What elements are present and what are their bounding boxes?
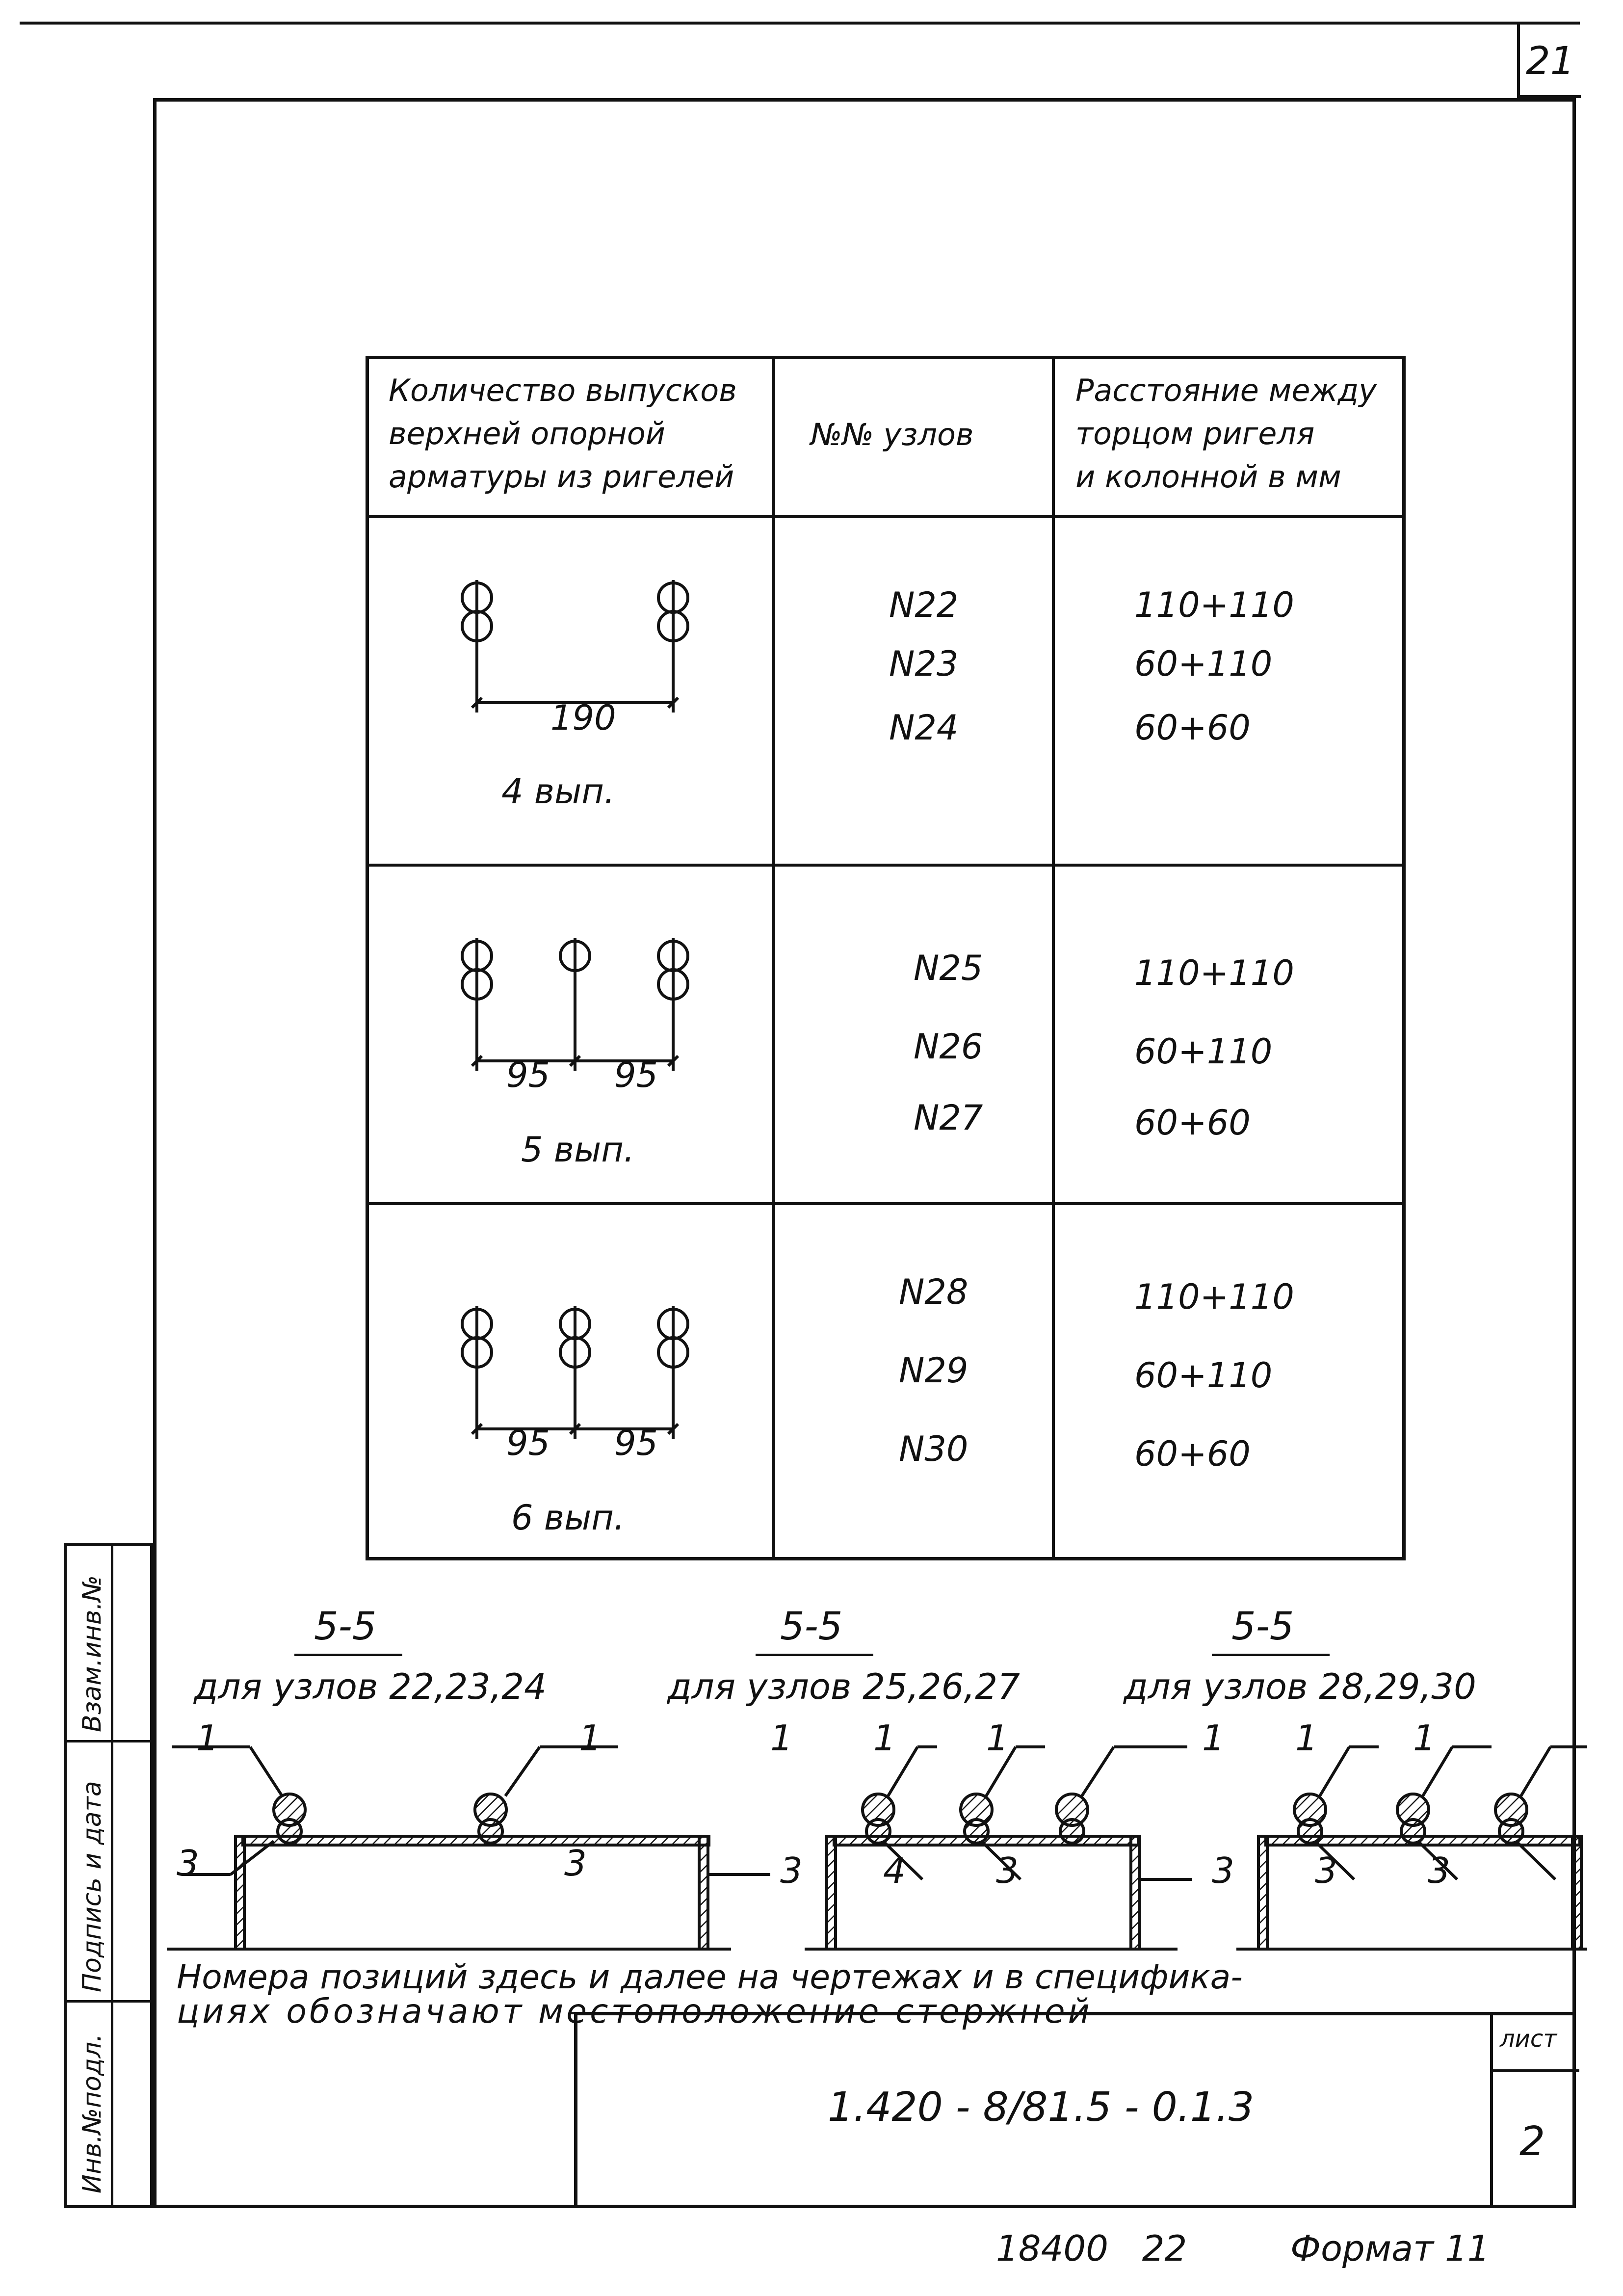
node-number: N30 (899, 1429, 969, 1469)
corner-page-number: 21 (1526, 39, 1575, 83)
callout-number: 3 (177, 1843, 199, 1884)
dimension-label: 95 (506, 1423, 550, 1463)
section-underline (1212, 1654, 1330, 1656)
node-number: N27 (914, 1098, 983, 1138)
distance-value: 60+110 (1134, 1355, 1273, 1396)
section-title: 5-5 (780, 1605, 843, 1649)
outlets-4-sketch (461, 580, 689, 713)
section-subtitle: для узлов 25,26,27 (667, 1666, 1020, 1707)
table-column-divider (1052, 359, 1055, 1557)
outlets-table: Количество выпусков верхней опорной арма… (366, 356, 1406, 1560)
header-line: арматуры из ригелей (389, 459, 734, 495)
node-number: N29 (899, 1350, 969, 1391)
distance-value: 60+60 (1134, 1103, 1251, 1143)
callout-number: 1 (579, 1717, 602, 1759)
title-block: 1.420 - 8/81.5 - 0.1.3 лист 2 (574, 2012, 1579, 2208)
dimension-label: 95 (506, 1055, 550, 1095)
section-underline (756, 1654, 873, 1656)
callout-number: 1 (1295, 1717, 1318, 1759)
callout-number: 3 (1315, 1850, 1337, 1891)
callout-number: 1 (873, 1717, 896, 1759)
note-line-2: циях обозначают местоположение стержней (177, 1992, 1093, 2031)
sign-date-label: Подпись и дата (78, 1781, 107, 1992)
note-line-1: Номера позиций здесь и далее на чертежах… (177, 1958, 1243, 1997)
outlets-count-label: 4 вып. (501, 771, 615, 812)
stamp-divider (111, 1546, 113, 2205)
callout-number: 1 (770, 1717, 793, 1759)
document-code: 1.420 - 8/81.5 - 0.1.3 (828, 2084, 1255, 2131)
header-line: Расстояние между (1075, 372, 1377, 408)
drawing-frame (153, 98, 1576, 2208)
section-title: 5-5 (314, 1605, 377, 1649)
callout-number: 3 (1428, 1850, 1450, 1891)
stamp-divider (67, 1740, 150, 1742)
callout-number: 1 (196, 1717, 219, 1759)
callout-number: 3 (564, 1843, 587, 1884)
dimension-label: 95 (614, 1423, 658, 1463)
node-number: N24 (889, 708, 959, 748)
distance-value: 110+110 (1134, 585, 1294, 625)
title-block-divider (1490, 2015, 1493, 2208)
stamp-divider (67, 2000, 150, 2003)
sections-sketch (167, 1745, 1587, 1951)
header-line: №№ узлов (811, 417, 974, 452)
header-line: и колонной в мм (1075, 459, 1341, 495)
dimension-label: 190 (550, 698, 616, 738)
distance-value: 60+60 (1134, 1434, 1251, 1474)
distance-value: 60+110 (1134, 1031, 1273, 1072)
corner-number-box (1517, 25, 1581, 98)
format-label: Формат 11 (1290, 2228, 1490, 2269)
callout-number: 4 (883, 1850, 906, 1891)
outlets-5-sketch (461, 938, 689, 1071)
outlets-6-sketch (461, 1306, 689, 1439)
left-stamp-column (64, 1543, 153, 2208)
distance-value: 60+110 (1134, 644, 1273, 684)
sheet-label: лист (1500, 2025, 1557, 2053)
table-column-divider (772, 359, 775, 1557)
section-subtitle: для узлов 28,29,30 (1124, 1666, 1476, 1707)
header-line: Количество выпусков (389, 372, 737, 408)
table-row-divider (369, 1202, 1402, 1205)
header-outlets: Количество выпусков верхней опорной арма… (389, 369, 737, 499)
callout-number: 3 (780, 1850, 803, 1891)
table-row-divider (369, 864, 1402, 867)
outlets-count-label: 5 вып. (521, 1130, 635, 1170)
distance-value: 110+110 (1134, 953, 1294, 993)
header-distance: Расстояние между торцом ригеля и колонно… (1075, 369, 1377, 499)
distance-value: 110+110 (1134, 1277, 1294, 1317)
inv-orig-label: Инв.№подл. (78, 2033, 107, 2193)
title-block-divider (1490, 2069, 1579, 2072)
bottom-numbers: 18400 22 (996, 2228, 1187, 2269)
header-nodes: №№ узлов (811, 413, 973, 456)
node-number: N26 (914, 1027, 983, 1067)
callout-number: 1 (1413, 1717, 1436, 1759)
top-border-line (20, 22, 1580, 25)
header-line: торцом ригеля (1075, 416, 1315, 451)
callout-number: 3 (1212, 1850, 1234, 1891)
callout-number: 3 (996, 1850, 1019, 1891)
dimension-label: 95 (614, 1055, 658, 1095)
table-row-divider (369, 515, 1402, 518)
node-number: N22 (889, 585, 959, 625)
node-number: N28 (899, 1272, 969, 1312)
distance-value: 60+60 (1134, 708, 1251, 748)
replaced-inv-label: Взам.инв.№ (78, 1575, 107, 1732)
callout-number: 1 (986, 1717, 1009, 1759)
header-line: верхней опорной (389, 416, 665, 451)
node-number: N25 (914, 948, 983, 988)
section-subtitle: для узлов 22,23,24 (194, 1666, 547, 1707)
sheet-number: 2 (1519, 2118, 1545, 2165)
node-number: N23 (889, 644, 959, 684)
section-title: 5-5 (1231, 1605, 1294, 1649)
section-underline (294, 1654, 402, 1656)
callout-number: 1 (1202, 1717, 1225, 1759)
outlets-count-label: 6 вып. (511, 1498, 625, 1538)
